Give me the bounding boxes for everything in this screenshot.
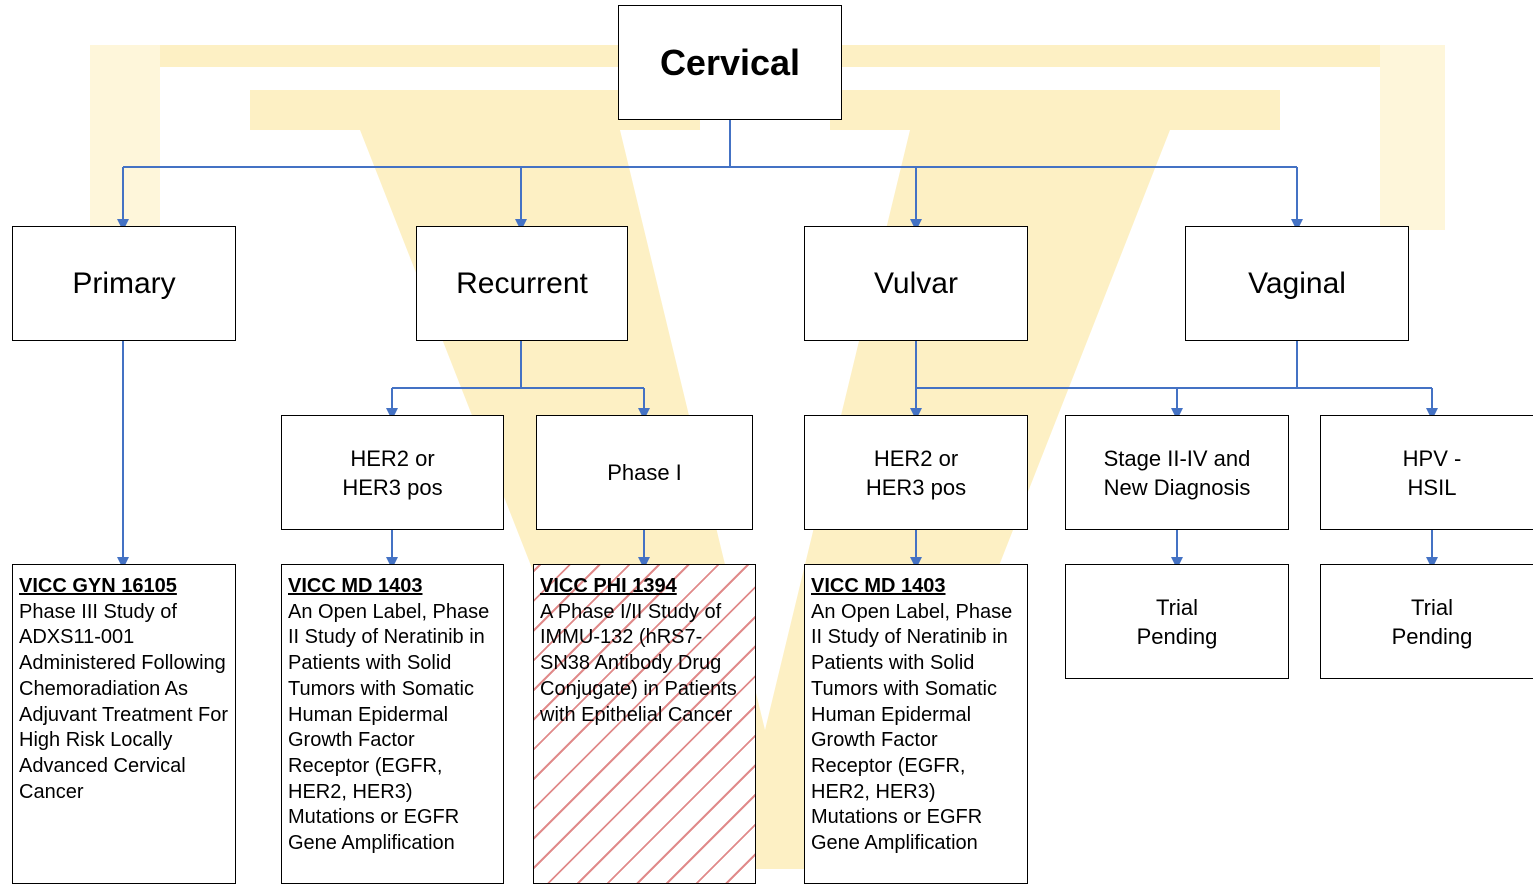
trial-vaginal-hpv: Trial Pending [1320, 564, 1533, 679]
trial-vulvar-her-description: An Open Label, Phase II Study of Neratin… [811, 600, 1013, 855]
node-vaginal-label: Vaginal [1248, 266, 1346, 300]
node-vulvar-her: HER2 or HER3 pos [804, 415, 1028, 530]
trial-vaginal-stage-status: Trial Pending [1136, 594, 1218, 649]
node-vaginal-stage-label: Stage II-IV and New Diagnosis [1103, 445, 1251, 500]
node-vulvar-her-label: HER2 or HER3 pos [865, 445, 967, 500]
node-primary: Primary [12, 226, 236, 341]
trial-primary-id: VICC GYN 16105 [19, 575, 177, 597]
node-recurrent: Recurrent [416, 226, 628, 341]
node-vaginal: Vaginal [1185, 226, 1409, 341]
trial-primary-description: Phase III Study of ADXS11-001 Administer… [19, 600, 228, 803]
node-cervical-label: Cervical [659, 41, 801, 83]
trial-recurrent-phase1-id: VICC PHI 1394 [540, 575, 677, 597]
trial-vaginal-stage: Trial Pending [1065, 564, 1289, 679]
node-vulvar-label: Vulvar [874, 266, 958, 300]
trial-recurrent-her-description: An Open Label, Phase II Study of Neratin… [288, 600, 490, 855]
node-vaginal-hpv-label: HPV - HSIL [1402, 445, 1462, 500]
node-recurrent-phase1-label: Phase I [607, 460, 682, 485]
node-primary-label: Primary [72, 266, 176, 300]
trial-vulvar-her-id: VICC MD 1403 [811, 575, 946, 597]
trial-primary: VICC GYN 16105 Phase III Study of ADXS11… [12, 564, 236, 884]
trial-vaginal-hpv-status: Trial Pending [1391, 594, 1473, 649]
trial-vulvar-her: VICC MD 1403 An Open Label, Phase II Stu… [804, 564, 1028, 884]
node-vaginal-hpv: HPV - HSIL [1320, 415, 1533, 530]
node-recurrent-her: HER2 or HER3 pos [281, 415, 504, 530]
trial-recurrent-her: VICC MD 1403 An Open Label, Phase II Stu… [281, 564, 504, 884]
node-cervical: Cervical [618, 5, 842, 120]
trial-recurrent-her-id: VICC MD 1403 [288, 575, 423, 597]
node-vaginal-stage: Stage II-IV and New Diagnosis [1065, 415, 1289, 530]
node-recurrent-her-label: HER2 or HER3 pos [342, 445, 443, 500]
node-vulvar: Vulvar [804, 226, 1028, 341]
node-recurrent-label: Recurrent [456, 266, 588, 300]
node-recurrent-phase1: Phase I [536, 415, 753, 530]
trial-recurrent-phase1-description: A Phase I/II Study of IMMU-132 (hRS7-SN3… [540, 600, 737, 726]
trial-recurrent-phase1: VICC PHI 1394 A Phase I/II Study of IMMU… [533, 564, 756, 884]
